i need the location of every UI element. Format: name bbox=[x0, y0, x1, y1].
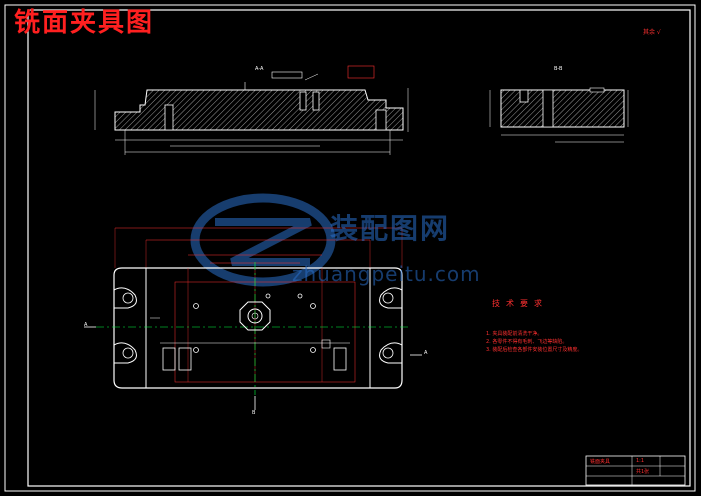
section-view-b-b bbox=[489, 87, 629, 143]
watermark-brand: 装配图网 bbox=[330, 212, 451, 245]
section-label-a-right: A bbox=[424, 350, 428, 356]
section-label-b-bottom: B bbox=[252, 410, 256, 416]
tech-requirements-heading: 技术要求 bbox=[492, 299, 548, 308]
drawing-title: 铣面夹具图 bbox=[14, 8, 155, 38]
section-label-b-b: B-B bbox=[554, 66, 563, 72]
section-label-a-a: A-A bbox=[255, 66, 264, 72]
inner-border bbox=[27, 9, 691, 487]
title-block-name: 铣面夹具 bbox=[590, 459, 611, 465]
section-view-a-a bbox=[94, 65, 409, 155]
plan-view bbox=[84, 227, 422, 410]
title-block-sheet: 共1张 bbox=[636, 469, 650, 475]
watermark-site: zhuangpeitu.com bbox=[292, 262, 481, 286]
roughness-note: 其余 √ bbox=[643, 29, 661, 36]
title-block bbox=[585, 455, 686, 486]
tech-requirement-item: 2. 各零件不得有毛刺、飞边等缺陷。 bbox=[486, 339, 568, 345]
title-block-scale: 1:1 bbox=[636, 458, 645, 464]
outer-border bbox=[4, 4, 696, 492]
section-label-a-left: A bbox=[84, 322, 88, 328]
tech-requirement-item: 1. 夹具装配前清洗干净。 bbox=[486, 331, 543, 337]
tech-requirement-item: 3. 装配后检查各部件安装位置尺寸及精度。 bbox=[486, 347, 583, 353]
